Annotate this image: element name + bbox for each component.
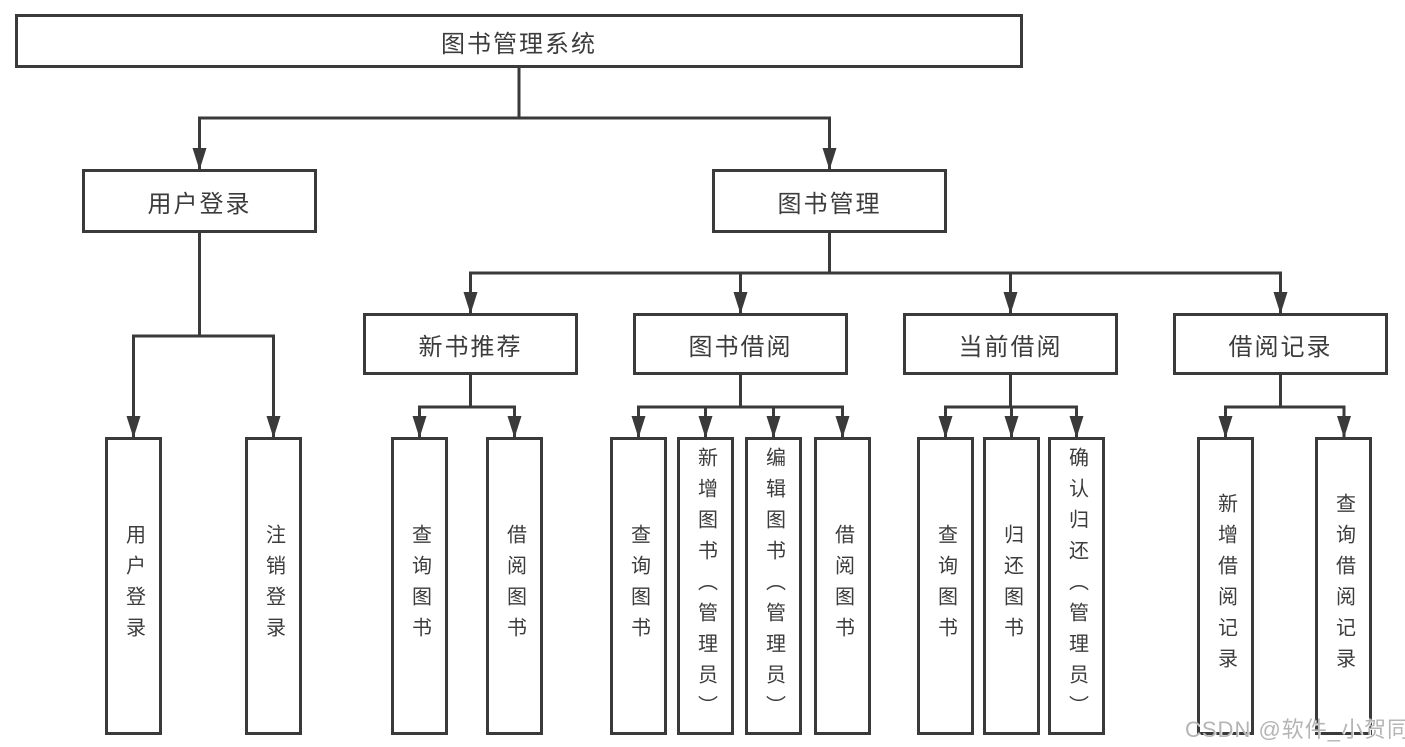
csdn-watermark: CSDN @软件_小贺同学	[1185, 717, 1405, 742]
leaf-query-books: 查询图书	[917, 437, 974, 735]
leaf-return-book: 归还图书	[983, 437, 1040, 735]
node-label: 借阅记录	[1228, 333, 1333, 361]
node-label: 用户登录	[147, 190, 252, 218]
leaf-label: 借阅图书	[831, 524, 854, 648]
leaf-borrow-books: 借阅图书	[814, 437, 871, 735]
connector-trunks	[132, 66, 1346, 409]
leaf-label: 查询图书	[408, 524, 431, 648]
leaf-user-login: 用户登录	[105, 437, 162, 735]
leaf-label: 借阅图书	[503, 524, 526, 648]
node-label: 新书推荐	[418, 333, 523, 361]
leaf-label: 新增图书（管理员）	[694, 446, 717, 726]
leaf-label: 注销登录	[262, 524, 285, 648]
leaf-borrow-books: 借阅图书	[486, 437, 543, 735]
node-book-borrowing: 图书借阅	[633, 313, 848, 375]
leaf-label: 查询借阅记录	[1332, 493, 1355, 679]
node-new-book-recommendation: 新书推荐	[363, 313, 578, 375]
node-user-login: 用户登录	[82, 169, 317, 233]
leaf-label: 用户登录	[122, 524, 145, 648]
leaf-edit-book-admin: 编辑图书（管理员）	[745, 437, 802, 735]
leaf-confirm-return-admin: 确认归还（管理员）	[1048, 437, 1105, 735]
leaf-add-borrowing-record: 新增借阅记录	[1197, 437, 1254, 735]
node-label: 图书管理	[777, 190, 882, 218]
leaf-label: 确认归还（管理员）	[1065, 446, 1088, 726]
node-label: 图书借阅	[688, 333, 793, 361]
node-book-management: 图书管理	[712, 169, 947, 233]
leaf-query-books: 查询图书	[610, 437, 667, 735]
node-borrowing-records: 借阅记录	[1173, 313, 1388, 375]
node-label: 图书管理系统	[441, 30, 597, 58]
node-library-management-system: 图书管理系统	[15, 14, 1023, 68]
node-current-borrowing: 当前借阅	[903, 313, 1118, 375]
node-label: 当前借阅	[958, 333, 1063, 361]
leaf-label: 查询图书	[627, 524, 650, 648]
leaf-query-borrowing-record: 查询借阅记录	[1315, 437, 1372, 735]
leaf-label: 归还图书	[1000, 524, 1023, 648]
leaf-add-book-admin: 新增图书（管理员）	[677, 437, 734, 735]
leaf-query-books: 查询图书	[391, 437, 448, 735]
leaf-label: 查询图书	[934, 524, 957, 648]
leaf-label: 新增借阅记录	[1214, 493, 1237, 679]
leaf-logout: 注销登录	[245, 437, 302, 735]
leaf-label: 编辑图书（管理员）	[762, 446, 785, 726]
